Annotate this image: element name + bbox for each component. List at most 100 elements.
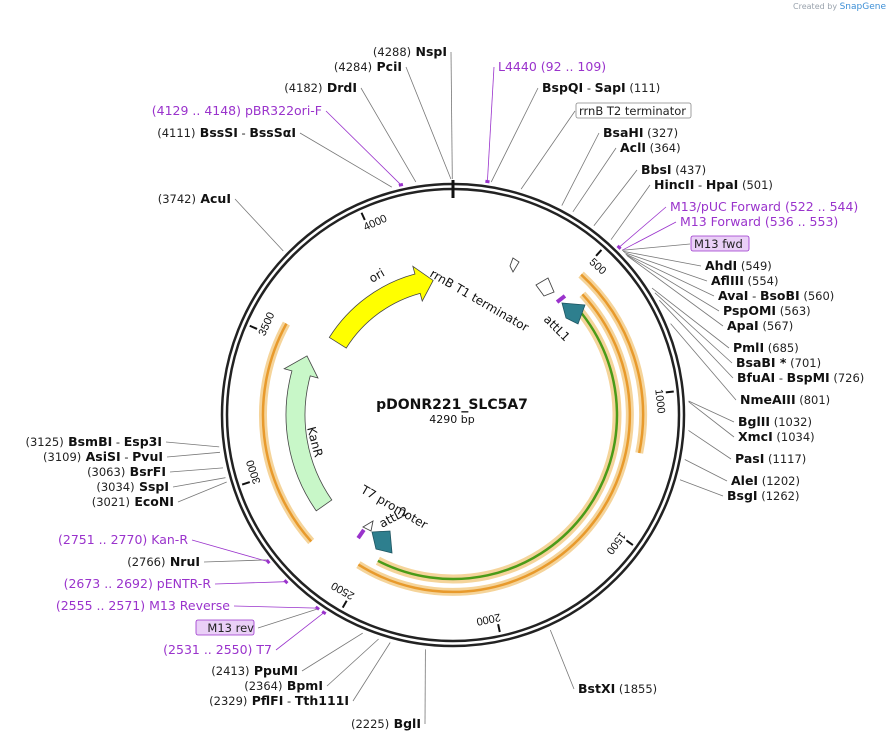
site-label-part: (726) bbox=[830, 371, 865, 385]
site-label-m13fwdp: M13 Forward (536 .. 553) bbox=[680, 214, 838, 229]
site-label-part: EcoNI bbox=[130, 494, 174, 509]
rrnb-t1-label: rrnB T1 terminator bbox=[428, 266, 532, 334]
site-label-t7: (2531 .. 2550) T7 bbox=[163, 642, 272, 657]
site-label-part: (3034) bbox=[96, 480, 134, 494]
leader-line bbox=[165, 441, 220, 448]
site-label-part: (1262) bbox=[758, 489, 800, 503]
leader-line bbox=[191, 539, 269, 562]
site-label-part: (522 .. 544) bbox=[781, 199, 858, 214]
site-label-part: NspI bbox=[411, 44, 447, 59]
tick-mark bbox=[595, 249, 603, 257]
site-label-part: AleI bbox=[731, 473, 758, 488]
ccdb-arc bbox=[377, 307, 619, 581]
site-label-bbsi: BbsI (437) bbox=[641, 162, 706, 177]
site-label-econi: (3021) EcoNI bbox=[92, 494, 174, 509]
site-label-part: NruI bbox=[165, 554, 200, 569]
leader-line bbox=[670, 323, 737, 401]
leader-line bbox=[299, 132, 393, 188]
site-label-part: BpmI bbox=[282, 678, 323, 693]
tick-label: 3000 bbox=[244, 458, 263, 485]
site-label-part: BssSαI bbox=[249, 125, 296, 140]
site-label-part: (701) bbox=[786, 356, 821, 370]
site-label-part: (4288) bbox=[373, 45, 411, 59]
site-label-nrui: (2766) NruI bbox=[127, 554, 200, 569]
leader-line bbox=[352, 642, 391, 702]
site-label-part: XmcI bbox=[738, 429, 773, 444]
site-label-part: (3742) bbox=[158, 192, 196, 206]
primer-mark-pentr bbox=[283, 579, 289, 585]
leader-line bbox=[618, 206, 667, 248]
site-label-part: (3125) bbox=[25, 435, 63, 449]
leader-line bbox=[684, 459, 728, 482]
leader-line bbox=[688, 400, 735, 423]
site-label-m13reverse: (2555 .. 2571) M13 Reverse bbox=[56, 598, 230, 613]
tick-mark bbox=[625, 539, 634, 546]
label-box bbox=[690, 235, 750, 252]
label-box bbox=[575, 102, 692, 119]
site-label-bsrfi: (3063) BsrFI bbox=[87, 464, 166, 479]
leader-line bbox=[679, 479, 724, 497]
site-label-part: - bbox=[748, 289, 759, 303]
leader-line bbox=[654, 292, 733, 364]
attl-outer-arc bbox=[580, 273, 645, 454]
site-label-part: (554) bbox=[744, 274, 779, 288]
site-label-part: (549) bbox=[737, 259, 772, 273]
site-label-drdi: (4182) DrdI bbox=[284, 80, 357, 95]
leader-line bbox=[625, 253, 715, 297]
primer-mark-m13r bbox=[314, 605, 320, 611]
site-label-pspomi: PspOMI (563) bbox=[723, 303, 811, 318]
leader-line bbox=[626, 254, 720, 312]
snapgene-logo: SnapGene bbox=[839, 2, 886, 12]
site-label-part: (111) bbox=[626, 81, 661, 95]
site-label-part: AclI bbox=[620, 140, 646, 155]
site-label-bfuai: BfuAI - BspMI (726) bbox=[737, 370, 864, 385]
leader-line bbox=[301, 632, 363, 672]
features bbox=[259, 257, 647, 596]
leader-line bbox=[593, 169, 638, 226]
site-label-ahdi: AhdI (549) bbox=[705, 258, 772, 273]
tick-mark bbox=[360, 212, 366, 221]
leader-line bbox=[520, 110, 576, 190]
site-label-part: AvaI bbox=[718, 288, 748, 303]
site-label-alei: AleI (1202) bbox=[731, 473, 800, 488]
site-label-part: (327) bbox=[644, 126, 679, 140]
site-label-part: PasI bbox=[735, 451, 764, 466]
site-label-aflii: AflIII (554) bbox=[711, 273, 779, 288]
leader-line bbox=[177, 481, 227, 503]
center-title: pDONR221_SLC5A7 4290 bp bbox=[376, 397, 528, 426]
primer-mark-t7 bbox=[321, 610, 327, 615]
tick-label: 2000 bbox=[475, 610, 501, 627]
site-label-part: (4111) bbox=[157, 126, 195, 140]
site-label-nmeaiii: NmeAIII (801) bbox=[740, 392, 830, 407]
snapgene-credit: Created by SnapGene bbox=[793, 2, 886, 12]
tick-mark bbox=[249, 324, 258, 330]
site-label-part: BsoBI bbox=[760, 288, 800, 303]
leader-line bbox=[275, 612, 325, 651]
tick-label: 1000 bbox=[652, 389, 667, 415]
rrnb-t1-terminator-glyph bbox=[535, 277, 555, 297]
site-label-asisi: (3109) AsiSI - PvuI bbox=[43, 449, 163, 464]
site-label-part: BstXI bbox=[578, 681, 615, 696]
site-label-part: M13/pUC Forward bbox=[670, 199, 781, 214]
leader-line bbox=[214, 581, 286, 585]
site-label-part: AcuI bbox=[196, 191, 231, 206]
site-label-part: (4284) bbox=[334, 60, 372, 74]
ori-label: ori bbox=[367, 266, 388, 286]
primer-mark-pbr322 bbox=[398, 182, 404, 187]
site-label-bsgi: BsgI (1262) bbox=[727, 488, 799, 503]
leader-line bbox=[621, 243, 691, 251]
leader-line bbox=[487, 66, 495, 182]
site-labels: (4288) NspI(4284) PciI(4182) DrdI(4129 .… bbox=[25, 44, 864, 731]
site-label-part: BglII bbox=[738, 414, 770, 429]
attl-mid-halo bbox=[356, 291, 634, 596]
kanr-feature bbox=[283, 355, 333, 512]
site-label-part: AflIII bbox=[711, 273, 744, 288]
site-label-part: - bbox=[238, 126, 249, 140]
label-box bbox=[195, 619, 255, 636]
site-label-part: (1202) bbox=[758, 474, 800, 488]
site-label-nspi: (4288) NspI bbox=[373, 44, 447, 59]
credit-text: Created by bbox=[793, 2, 838, 11]
attl1-arrow bbox=[561, 302, 586, 325]
site-label-part: M13 rev bbox=[207, 621, 254, 635]
site-label-bsabi: BsaBI * (701) bbox=[736, 355, 821, 370]
